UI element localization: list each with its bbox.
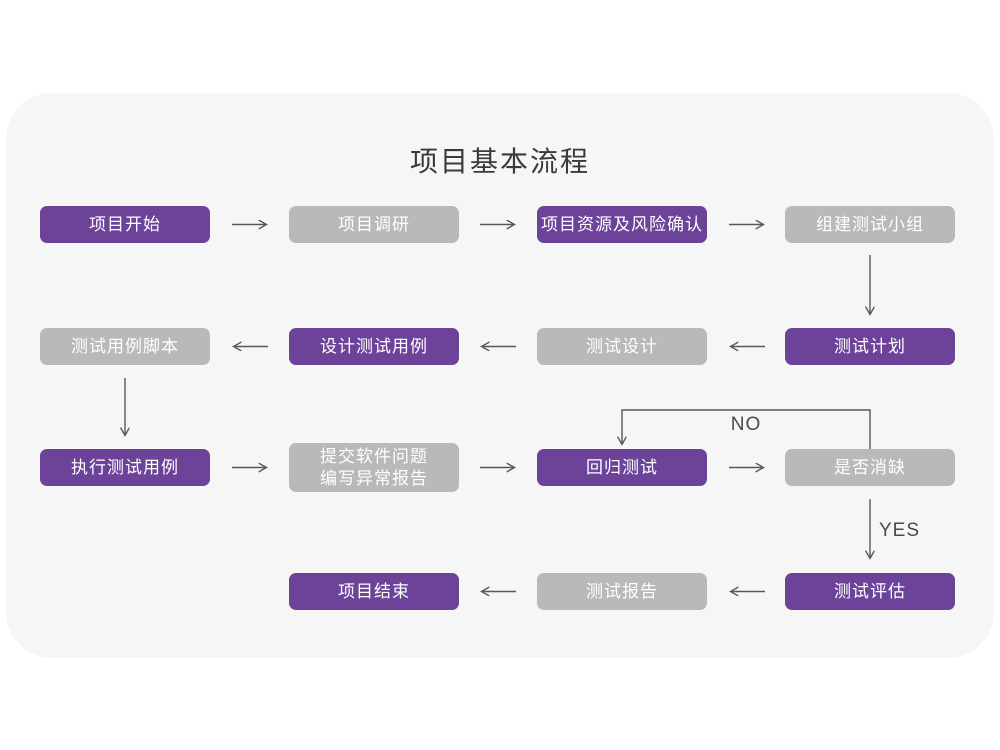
node-label: 测试用例脚本: [71, 336, 179, 356]
yes-branch-label: YES: [879, 520, 921, 541]
node-label: 项目调研: [338, 214, 410, 234]
node-label: 测试设计: [586, 336, 658, 356]
node-label: 设计测试用例: [320, 336, 428, 356]
node-test-case-script: 测试用例脚本: [40, 328, 210, 365]
node-regression-test: 回归测试: [537, 449, 707, 486]
node-project-start: 项目开始: [40, 206, 210, 243]
node-label-line2: 编写异常报告: [320, 468, 428, 488]
node-label: 测试报告: [586, 581, 658, 601]
node-project-end: 项目结束: [289, 573, 459, 610]
node-label: 项目结束: [338, 581, 410, 601]
node-label: 是否消缺: [834, 457, 906, 477]
node-label: 项目开始: [89, 214, 161, 234]
node-test-report: 测试报告: [537, 573, 707, 610]
node-test-evaluation: 测试评估: [785, 573, 955, 610]
no-branch-label: NO: [730, 414, 762, 435]
node-design-test-cases: 设计测试用例: [289, 328, 459, 365]
node-label: 测试计划: [834, 336, 906, 356]
flowchart-card: [6, 93, 994, 658]
node-label: 项目资源及风险确认: [541, 214, 703, 234]
node-build-test-team: 组建测试小组: [785, 206, 955, 243]
node-label: 执行测试用例: [71, 457, 179, 477]
node-label: 测试评估: [834, 581, 906, 601]
node-test-design: 测试设计: [537, 328, 707, 365]
node-execute-test-cases: 执行测试用例: [40, 449, 210, 486]
node-label: 组建测试小组: [816, 214, 924, 234]
page-title: 项目基本流程: [409, 146, 590, 177]
node-project-research: 项目调研: [289, 206, 459, 243]
node-defect-cleared: 是否消缺: [785, 449, 955, 486]
node-label: 回归测试: [586, 457, 658, 477]
node-resources-risk-confirm: 项目资源及风险确认: [537, 206, 707, 243]
node-submit-issues-report: 提交软件问题 编写异常报告: [289, 443, 459, 492]
node-label-line1: 提交软件问题: [320, 446, 428, 466]
node-test-plan: 测试计划: [785, 328, 955, 365]
